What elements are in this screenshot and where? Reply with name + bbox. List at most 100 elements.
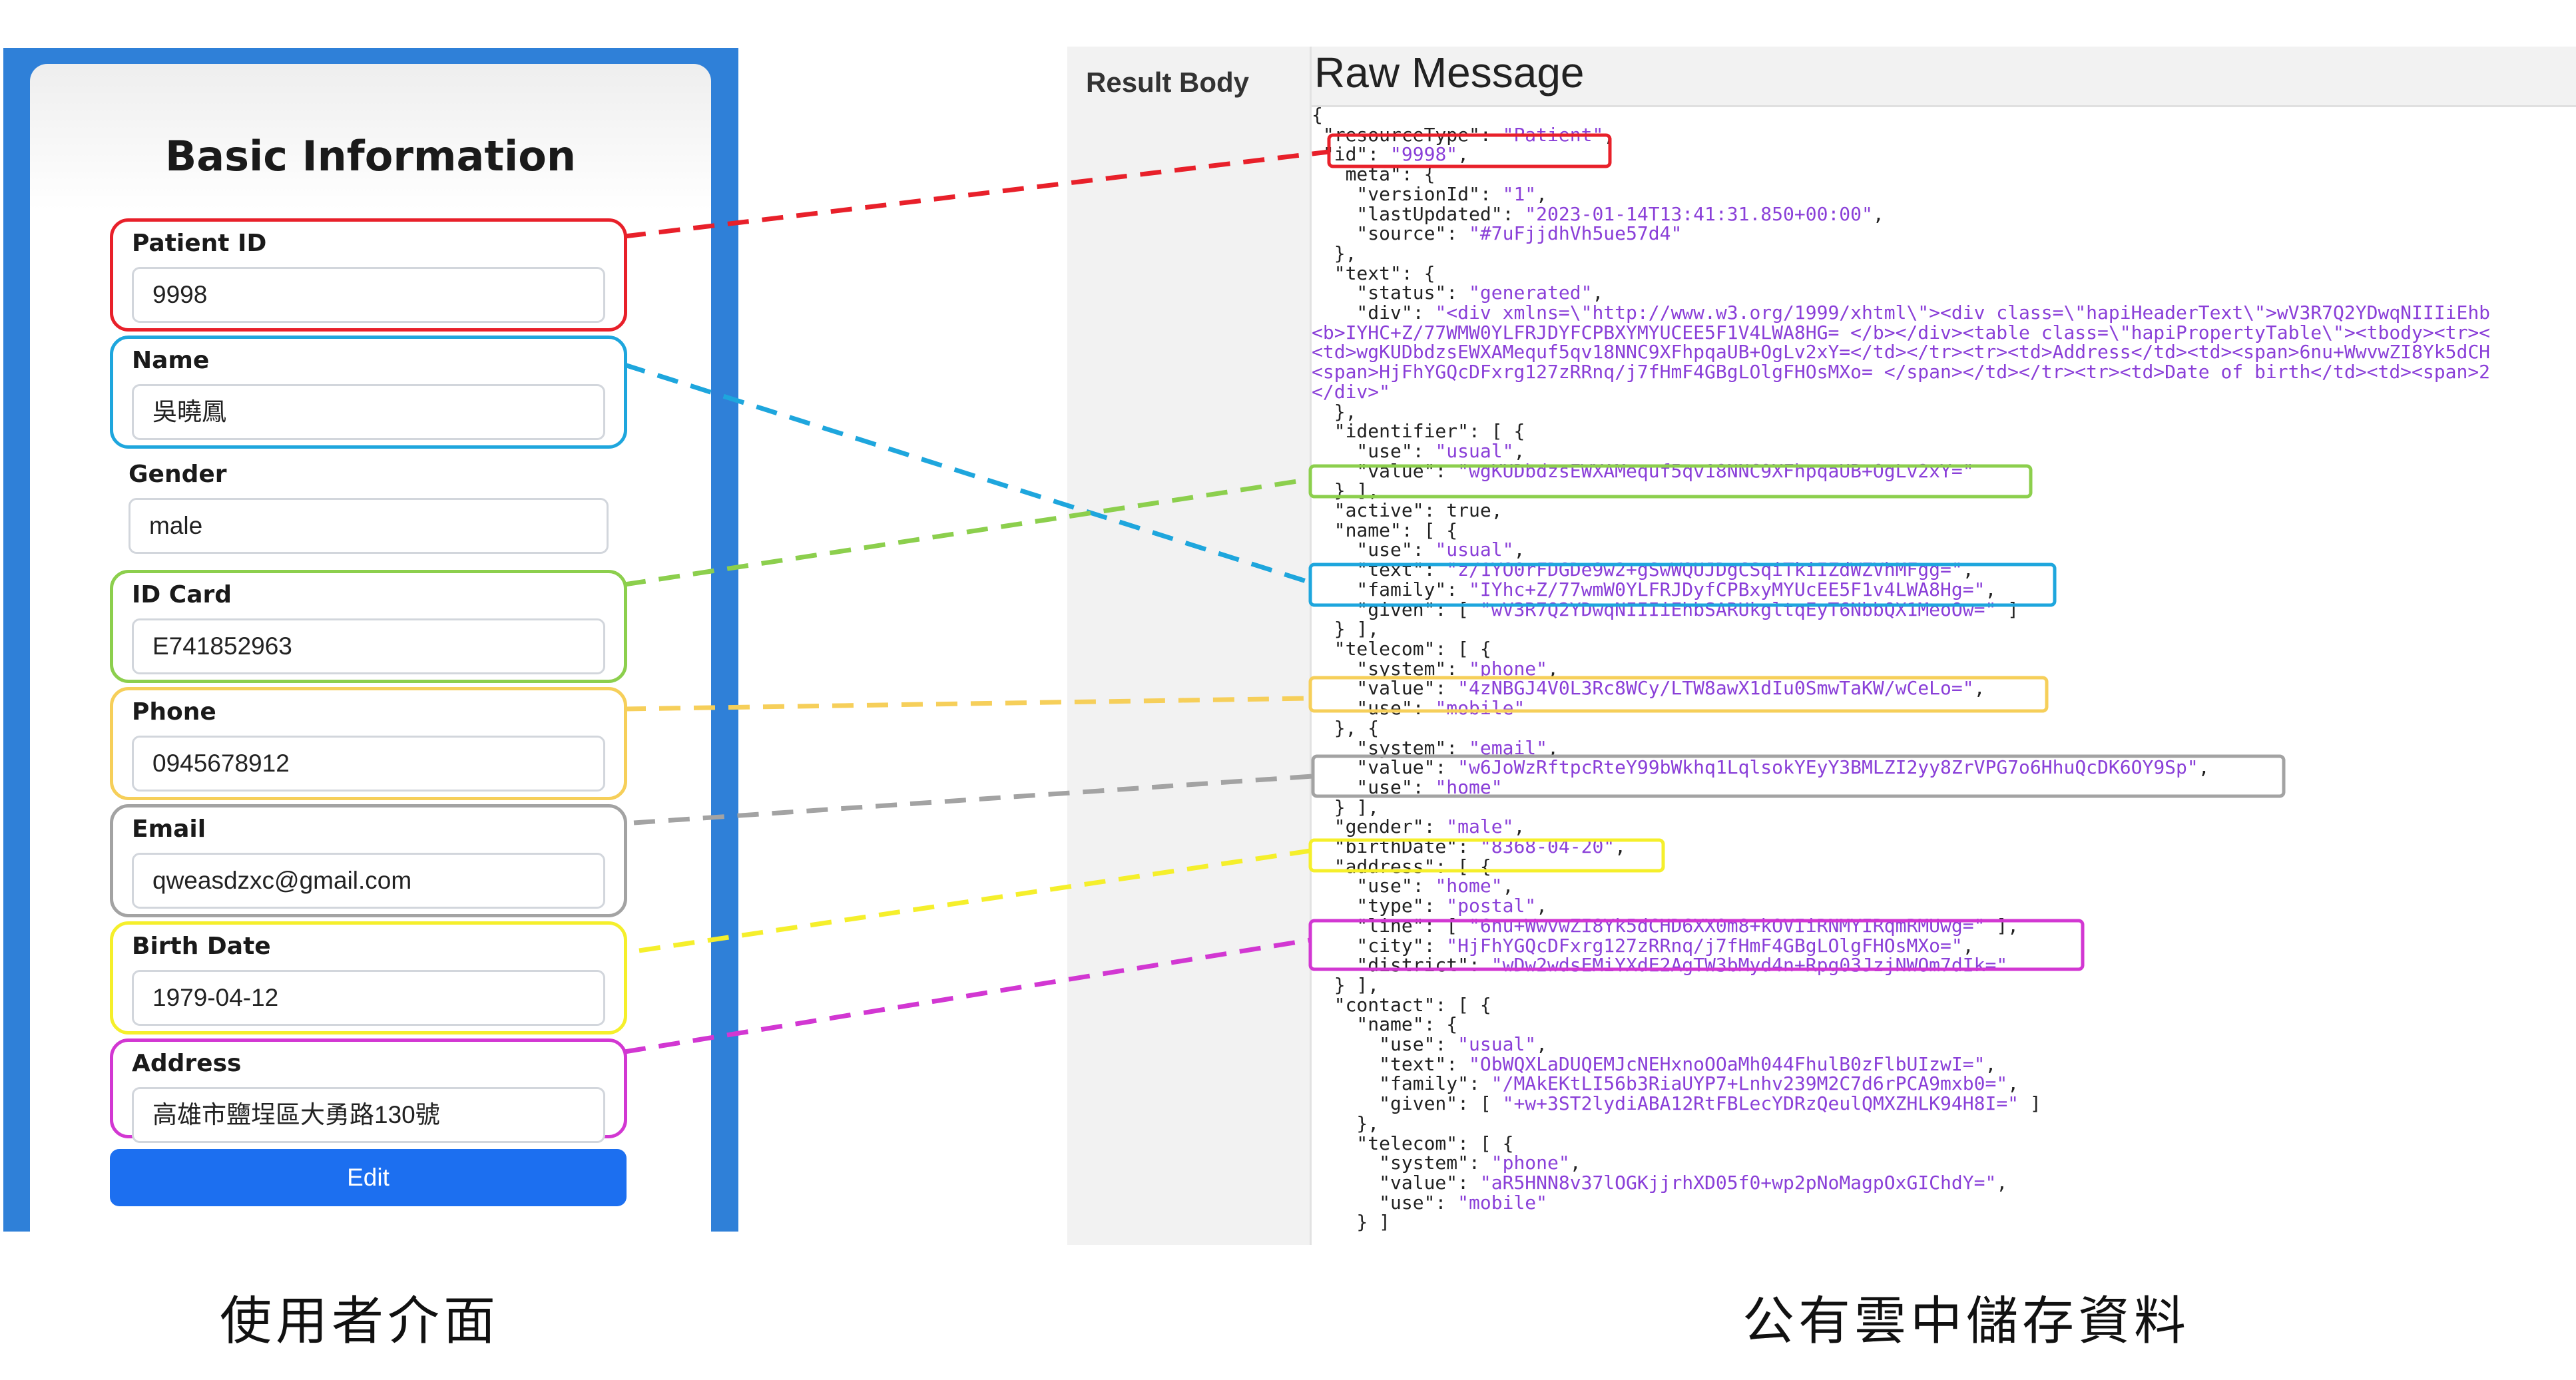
json-line: "name": [ { (1312, 519, 2490, 541)
gender-label: Gender (129, 461, 227, 488)
json-line: }, (1312, 244, 2490, 264)
json-string: "ObWQXLaDUQEMJcNEHxnoOOaMh044FhulB0zFlbU… (1469, 1052, 1985, 1075)
id-card-input[interactable]: E741852963 (132, 618, 605, 674)
json-punct: : (1446, 578, 1469, 600)
json-punct: , (1536, 182, 1548, 205)
json-line: "system": "phone", (1312, 1153, 2490, 1173)
patient-id-field: Patient ID 9998 (110, 218, 627, 332)
json-punct: } ], (1312, 479, 1380, 502)
json-line: "type": "postal", (1312, 896, 2490, 916)
json-key: "system" (1312, 736, 1447, 759)
json-punct: : [ (1423, 914, 1469, 937)
json-punct: : (1446, 282, 1469, 304)
json-punct: : (1435, 1191, 1458, 1214)
json-line: "use": "usual", (1312, 441, 2490, 461)
json-punct: : (1412, 875, 1435, 897)
json-line: "gender": "male", (1312, 817, 2490, 837)
email-input[interactable]: qweasdzxc@gmail.com (132, 853, 605, 909)
json-string: "+w+3ST2lydiABA12RtFBLecYDRzQeulQMXZHLK9… (1502, 1092, 2019, 1115)
json-punct: : (1435, 1033, 1458, 1056)
json-string: "mobile" (1457, 1191, 1548, 1214)
json-punct: , (2198, 756, 2210, 779)
json-punct: : (1412, 776, 1435, 798)
json-line: "value": "4zNBGJ4V0L3Rc8WCy/LTW8awX1dIu0… (1312, 678, 2490, 698)
json-punct: , (2007, 1072, 2019, 1095)
json-string: "#7uFjjdhVh5ue57d4" (1469, 222, 1682, 245)
json-line: <span>HjFhYGQcDFxrg127zRRnq/j7fHmF4GBgLO… (1312, 362, 2490, 382)
json-key: "family" (1312, 578, 1447, 600)
raw-message-header: Raw Message (1312, 47, 2576, 107)
json-line: "telecom": [ { (1312, 639, 2490, 659)
json-key: "value" (1312, 677, 1435, 700)
json-string: "usual" (1435, 539, 1514, 561)
json-string: "wgKUDbdzsEWXAMequf5qv18NNC9XFhpqaUB+OgL… (1457, 459, 1974, 482)
basic-information-card: Basic Information Patient ID 9998 Name 吳… (30, 64, 711, 1236)
json-line: "given": [ "wV3R7Q2YDwqNIIIiEhbSARUkgltq… (1312, 598, 2490, 620)
patient-id-input[interactable]: 9998 (132, 267, 605, 323)
json-punct: : (1423, 895, 1447, 917)
json-line: }, (1312, 1114, 2490, 1134)
name-label: Name (132, 347, 210, 374)
json-key: "telecom" (1312, 637, 1435, 660)
patient-id-label: Patient ID (132, 230, 267, 257)
gender-input[interactable]: male (129, 498, 609, 554)
json-punct: : (1446, 1052, 1469, 1075)
json-key: "value" (1312, 1171, 1458, 1194)
json-punct: : [ { (1401, 519, 1458, 541)
result-body-label: Result Body (1086, 67, 1250, 98)
json-string: "wDw2wdsEMiYXdE2AgTW3bMyd4n+Rpg03JzjNWOm… (1491, 954, 2008, 977)
json-line: "given": [ "+w+3ST2lydiABA12RtFBLecYDRzQ… (1312, 1094, 2490, 1114)
json-punct: : (1457, 835, 1480, 858)
json-key: "value" (1312, 756, 1435, 779)
json-punct: , (1962, 559, 1974, 581)
json-punct: , (1569, 1152, 1581, 1174)
json-string: "HjFhYGQcDFxrg127zRRnq/j7fHmF4GBgLOlgFHO… (1446, 934, 1963, 957)
json-string: "Patient" (1502, 123, 1604, 146)
json-punct: : (1423, 934, 1447, 957)
json-punct: : [ { (1435, 993, 1491, 1016)
json-line: "identifier": [ { (1312, 421, 2490, 441)
json-punct: : (1457, 1171, 1480, 1194)
birth-date-input[interactable]: 1979-04-12 (132, 970, 605, 1026)
json-punct: : [ { (1469, 420, 1525, 443)
name-input[interactable]: 吳曉鳳 (132, 384, 605, 440)
json-punct: : (1435, 459, 1458, 482)
json-line: "birthDate": "8368-04-20", (1312, 837, 2490, 857)
email-field: Email qweasdzxc@gmail.com (110, 804, 627, 917)
json-line: } ], (1312, 797, 2490, 817)
json-punct: : [ { (1457, 1132, 1514, 1154)
json-line: "versionId": "1", (1312, 184, 2490, 204)
json-line: "use": "mobile" (1312, 1191, 2490, 1214)
json-punct: , (1502, 875, 1514, 897)
json-key: meta" (1312, 163, 1402, 186)
json-string: "8368-04-20" (1479, 835, 1615, 858)
json-string: "phone" (1491, 1152, 1570, 1174)
json-key: "birthDate" (1312, 835, 1458, 858)
json-key: "system" (1312, 1152, 1469, 1174)
json-punct: : [ (1435, 598, 1480, 620)
json-line: } ], (1312, 481, 2490, 501)
json-punct: }, (1312, 242, 1357, 264)
json-punct: , (1996, 1171, 2008, 1194)
json-key: "given" (1312, 598, 1435, 620)
json-key: "versionId" (1312, 182, 1480, 205)
json-punct: : (1368, 143, 1391, 166)
json-punct: ] (1996, 598, 2019, 620)
json-line: "use": "home", (1312, 876, 2490, 896)
json-line: "text": "ObWQXLaDUQEMJcNEHxnoOOaMh044Fhu… (1312, 1054, 2490, 1074)
json-key: "use" (1312, 1033, 1435, 1056)
json-string: <span>HjFhYGQcDFxrg127zRRnq/j7fHmF4GBgLO… (1312, 361, 2491, 383)
json-string: "aR5HNN8v37lOGKjjrhXD05f0+wp2pNoMagpOxGI… (1479, 1171, 1997, 1194)
json-string: "postal" (1446, 895, 1537, 917)
birth-date-field: Birth Date 1979-04-12 (110, 921, 627, 1035)
edit-button[interactable]: Edit (110, 1149, 627, 1206)
json-key: "given" (1312, 1092, 1458, 1115)
json-line: "address": [ { (1312, 856, 2490, 877)
raw-message-panel: Raw Message { "resourceType": "Patient",… (1310, 47, 2576, 1245)
address-input[interactable]: 高雄市鹽埕區大勇路130號 (132, 1087, 605, 1143)
phone-input[interactable]: 0945678912 (132, 736, 605, 792)
json-punct: , (1513, 439, 1525, 462)
json-punct: , (1615, 835, 1627, 858)
json-punct: : (1423, 815, 1447, 838)
cloud-storage-caption: 公有雲中儲存資料 (1742, 1291, 2190, 1351)
